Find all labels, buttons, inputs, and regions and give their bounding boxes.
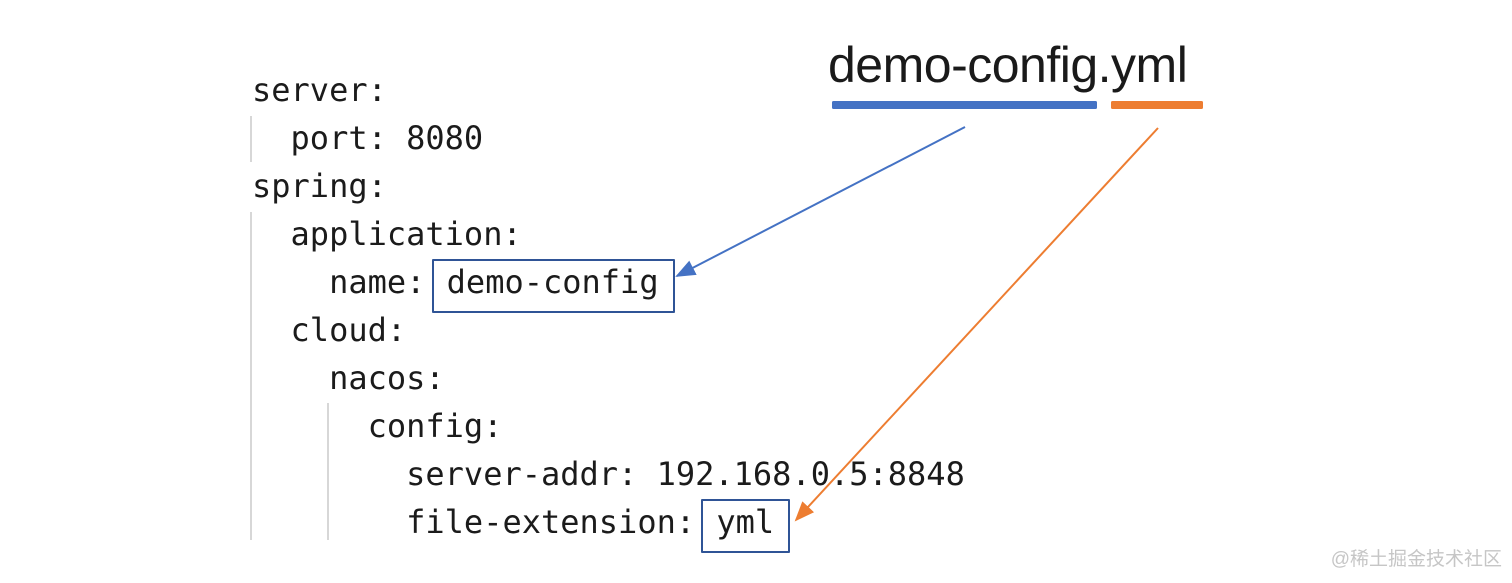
code-text: port: 8080	[252, 119, 484, 157]
boxed-value-file-extension: yml	[701, 499, 791, 553]
code-text: server:	[252, 71, 387, 109]
code-line: port: 8080	[252, 114, 965, 162]
code-text: nacos:	[252, 359, 445, 397]
orange-underline	[1111, 101, 1203, 109]
code-line: name: demo-config	[252, 258, 965, 313]
yaml-code-block: server: port: 8080 spring: application: …	[252, 66, 965, 553]
code-line: application:	[252, 210, 965, 258]
indent-guide	[250, 212, 252, 540]
code-line: server:	[252, 66, 965, 114]
blue-underline	[832, 101, 1097, 109]
watermark: @稀土掘金技术社区	[1330, 549, 1502, 570]
code-line: file-extension: yml	[252, 498, 965, 553]
code-text: cloud:	[252, 311, 407, 349]
code-line: nacos:	[252, 354, 965, 402]
code-text: file-extension:	[252, 503, 715, 541]
boxed-value-app-name: demo-config	[431, 259, 675, 313]
code-line: config:	[252, 402, 965, 450]
file-title: demo-config.yml	[828, 37, 1188, 93]
code-line: cloud:	[252, 306, 965, 354]
code-text: config:	[252, 407, 503, 445]
code-line: spring:	[252, 162, 965, 210]
indent-guide	[327, 403, 329, 540]
code-text: spring:	[252, 167, 387, 205]
code-text: application:	[252, 215, 522, 253]
indent-guide	[250, 116, 252, 162]
code-text: server-addr: 192.168.0.5:8848	[252, 455, 965, 493]
code-line: server-addr: 192.168.0.5:8848	[252, 450, 965, 498]
code-text: name:	[252, 263, 445, 301]
